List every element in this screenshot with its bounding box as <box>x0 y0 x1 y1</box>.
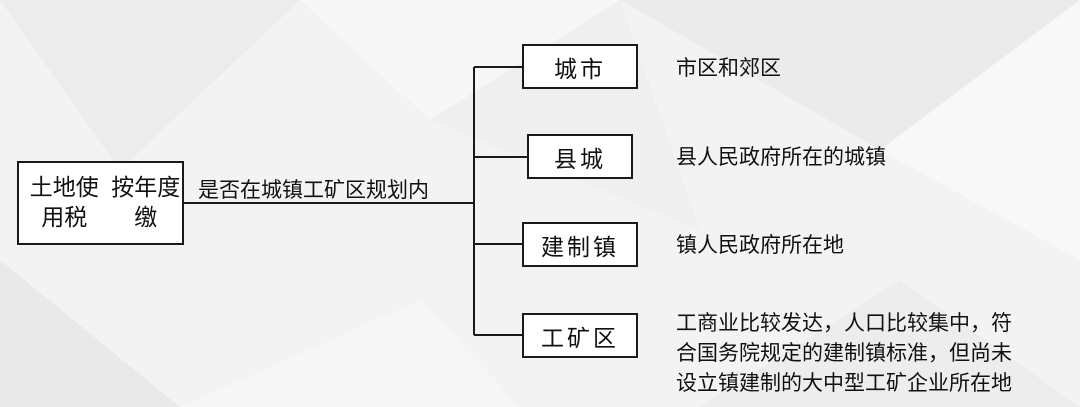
description-line: 镇人民政府所在地 <box>676 233 844 257</box>
root-node: 土地使用税 按年度缴 <box>17 161 184 245</box>
branch-description-county: 县人民政府所在的城镇 <box>676 142 886 172</box>
description-line: 市区和郊区 <box>676 56 781 80</box>
branch-node-mining: 工矿区 <box>522 313 638 358</box>
description-line: 县人民政府所在的城镇 <box>676 145 886 169</box>
branch-description-city: 市区和郊区 <box>676 53 781 83</box>
branch-description-mining: 工商业比较发达，人口比较集中，符 合国务院规定的建制镇标准，但尚未 设立镇建制的… <box>676 308 1012 398</box>
root-line-2: 按年度缴 <box>111 175 181 231</box>
root-line-1: 土地使用税 <box>29 175 99 231</box>
branch-description-town: 镇人民政府所在地 <box>676 230 844 260</box>
branch-node-town: 建制镇 <box>522 222 638 267</box>
branch-node-city: 城市 <box>522 44 638 89</box>
connector-label: 是否在城镇工矿区规划内 <box>198 178 429 202</box>
description-line: 设立镇建制的大中型工矿企业所在地 <box>676 371 1012 395</box>
description-line: 工商业比较发达，人口比较集中，符 <box>676 311 1012 335</box>
description-line: 合国务院规定的建制镇标准，但尚未 <box>676 341 1012 365</box>
branch-node-county: 县城 <box>527 134 633 179</box>
